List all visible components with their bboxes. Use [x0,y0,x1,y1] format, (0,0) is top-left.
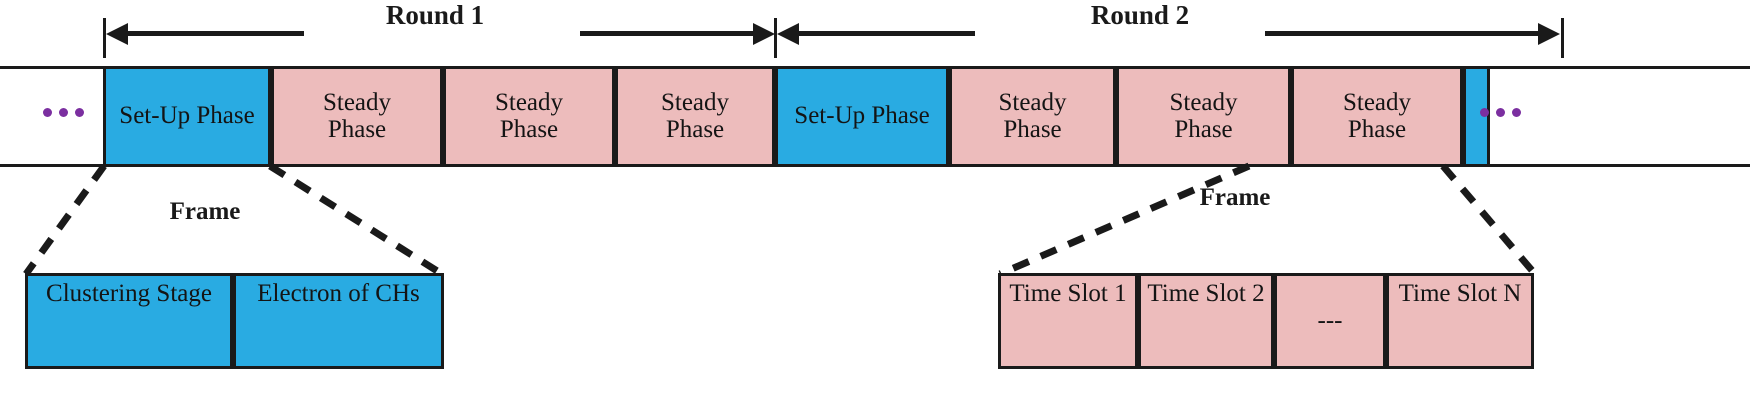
detail-box-clustering-stage[interactable]: Clustering Stage [25,273,233,369]
timeline-ellipsis-right-icon [1480,108,1521,117]
timeline-cell-steady-phase-6[interactable]: Steady Phase [1291,69,1463,164]
timeline-cell-setup-phase-2[interactable]: Set-Up Phase [775,69,949,164]
round-1-right-arrowhead [753,23,775,45]
left-frame-label: Frame [169,198,241,225]
round-2-left-arrowhead [777,23,799,45]
round-1-label: Round 1 [385,0,485,30]
timeline-cell-steady-phase-4[interactable]: Steady Phase [949,69,1116,164]
round-2-left-rail [797,31,975,36]
timeline-top-rule [0,66,1750,69]
timeline-cell-steady-phase-2[interactable]: Steady Phase [443,69,615,164]
detail-box-time-slot-2[interactable]: Time Slot 2 [1138,273,1274,369]
round-2-label: Round 2 [1090,0,1190,30]
detail-box-time-slot-n[interactable]: Time Slot N [1386,273,1534,369]
round-1-right-rail [580,31,755,36]
timeline-cell-steady-phase-5[interactable]: Steady Phase [1116,69,1291,164]
round-2-right-rail [1265,31,1540,36]
round-1-start-tick [103,18,106,58]
round-1-left-arrowhead [106,23,128,45]
detail-box-time-slot-1[interactable]: Time Slot 1 [998,273,1138,369]
detail-box-time-slot-ellipsis[interactable]: --- [1274,273,1386,369]
right-frame-label: Frame [1199,184,1271,211]
round-2-end-tick [1561,18,1564,58]
timeline-cell-steady-phase-3[interactable]: Steady Phase [615,69,775,164]
round-1-left-rail [126,31,304,36]
timeline-cell-steady-phase-1[interactable]: Steady Phase [271,69,443,164]
timeline-ellipsis-left-icon [43,108,84,117]
detail-box-election-of-chs[interactable]: Electron of CHs [233,273,444,369]
timeline-bottom-rule [0,164,1750,167]
round-boundary-tick [774,18,777,58]
round-2-right-arrowhead [1538,23,1560,45]
timeline-cell-setup-phase-1[interactable]: Set-Up Phase [103,69,271,164]
